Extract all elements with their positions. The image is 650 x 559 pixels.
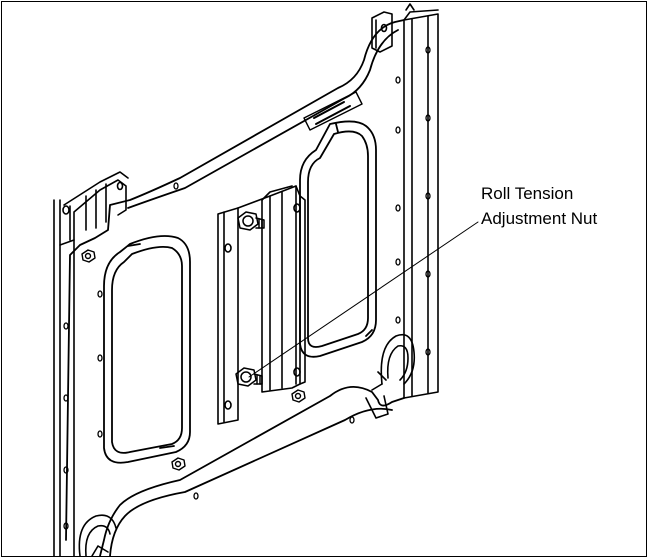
lower-adjustment-nut	[235, 367, 263, 387]
upper-right-window	[299, 120, 377, 358]
roll-tension-assembly	[217, 185, 306, 425]
top-bracket-tab	[371, 3, 415, 53]
left-window	[103, 235, 191, 464]
left-vertical-rail	[53, 199, 75, 557]
plate-hardware-nuts	[81, 249, 306, 471]
callout-label-line2: Adjustment Nut	[481, 209, 598, 228]
right-circular-hook	[365, 333, 416, 419]
left-hook-bracket	[59, 171, 129, 246]
callout-leader-line	[248, 221, 479, 378]
callout-label-line1: Roll Tension	[481, 184, 574, 203]
bottom-left-hook	[78, 514, 117, 557]
label-plate	[303, 91, 363, 131]
right-side-flange	[403, 9, 439, 399]
upper-adjustment-nut	[237, 211, 265, 231]
mounting-holes	[63, 46, 431, 530]
main-plate-outline	[65, 19, 405, 557]
